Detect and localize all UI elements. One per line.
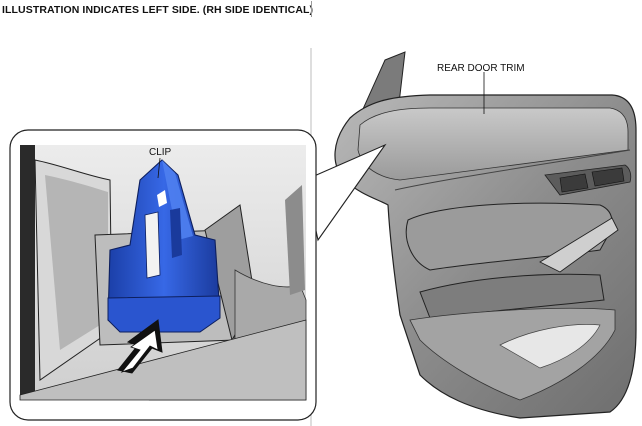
clip-detail-inset xyxy=(9,129,317,421)
rear-door-trim xyxy=(334,51,637,419)
clip-label: CLIP xyxy=(149,147,172,158)
illustration-note: ILLUSTRATION INDICATES LEFT SIDE. (RH SI… xyxy=(2,4,314,16)
rear-door-trim-label: REAR DOOR TRIM xyxy=(437,63,525,74)
header-divider xyxy=(311,1,312,17)
